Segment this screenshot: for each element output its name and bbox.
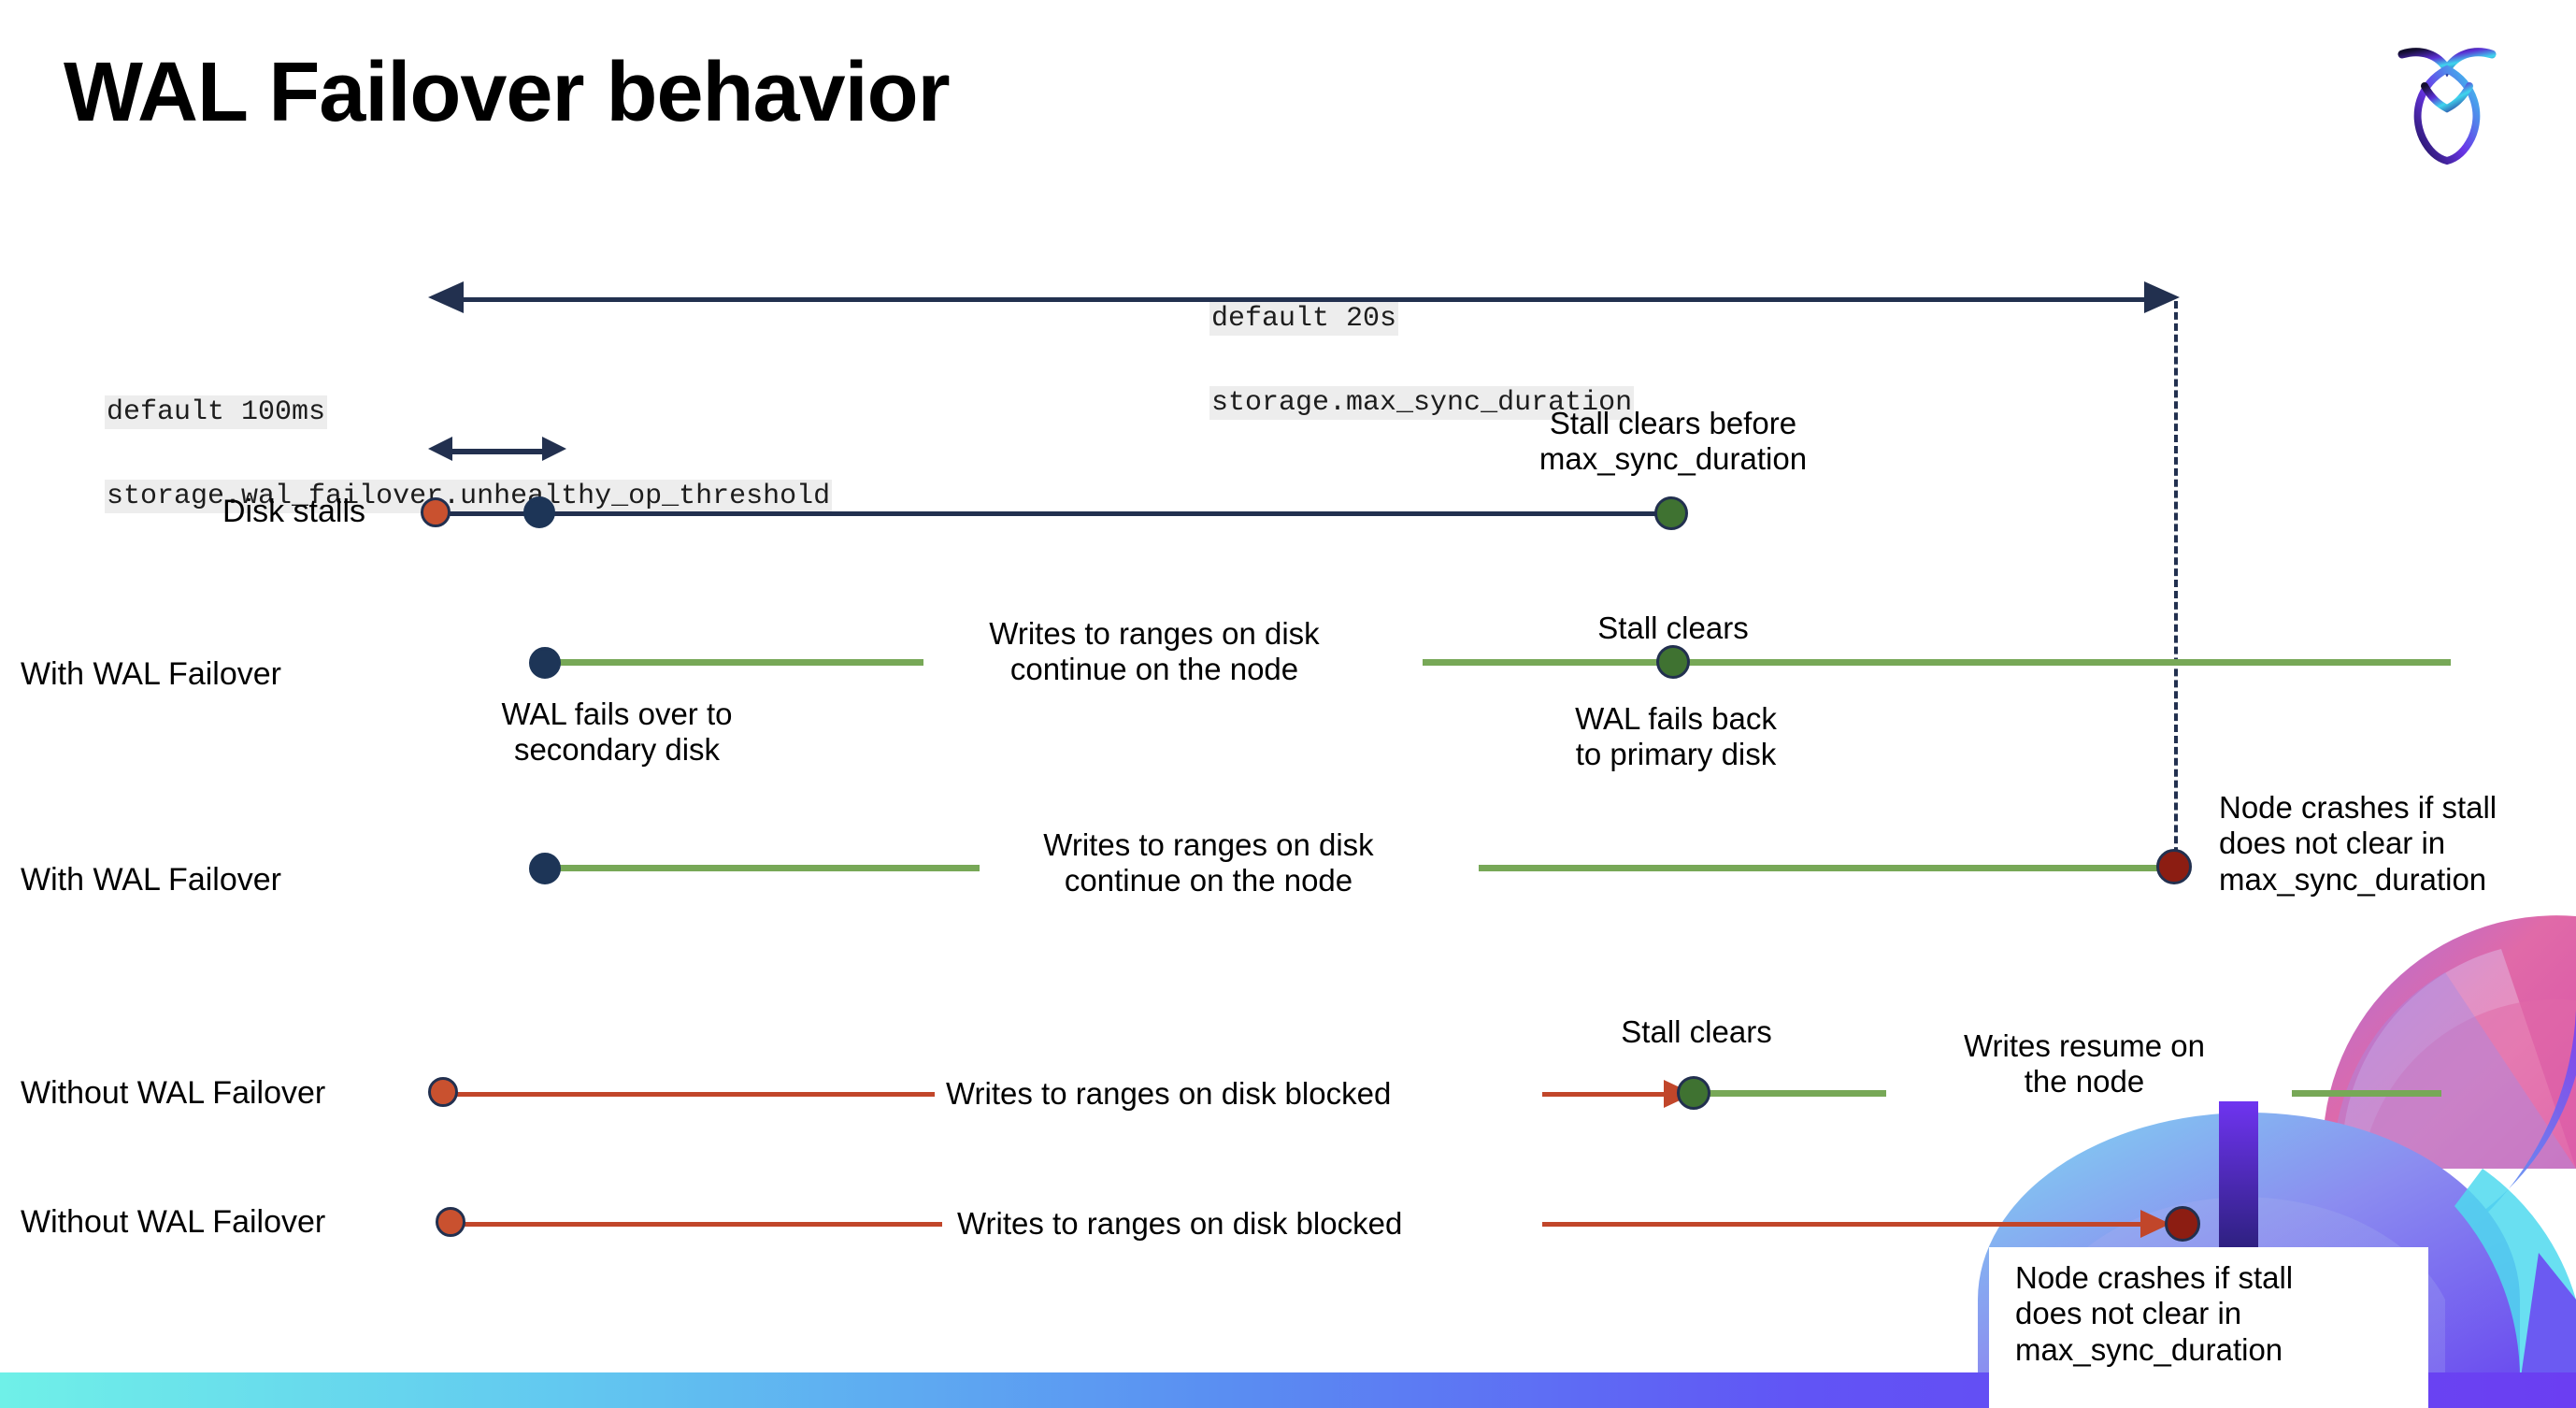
without-failover-crashes-blocked-line-2 bbox=[1542, 1222, 2140, 1227]
with-failover-recovers-start-note: WAL fails over to secondary disk bbox=[501, 697, 733, 768]
with-failover-recovers-line-segment-2 bbox=[1423, 659, 2451, 666]
disk-stalls-threshold-dot bbox=[523, 496, 555, 528]
without-failover-crashes-crash-note: Node crashes if stall does not clear in … bbox=[2015, 1260, 2294, 1367]
row-label-with-failover-recovers: With WAL Failover bbox=[21, 656, 281, 692]
unhealthy-op-threshold-name: storage.wal_failover.unhealthy_op_thresh… bbox=[105, 480, 833, 513]
with-failover-recovers-clear-dot bbox=[1656, 645, 1690, 679]
without-failover-crashes-blocked-line-1 bbox=[456, 1222, 942, 1227]
row-label-without-failover-crashes: Without WAL Failover bbox=[21, 1204, 326, 1240]
max-sync-duration-default: default 20s bbox=[1209, 302, 1399, 336]
disk-stalls-clear-note: Stall clears before max_sync_duration bbox=[1538, 406, 1808, 477]
max-sync-duration-left-arrowhead bbox=[428, 281, 464, 313]
unhealthy-threshold-left-arrowhead bbox=[428, 437, 452, 461]
disk-stalls-start-dot bbox=[421, 497, 451, 527]
page-title: WAL Failover behavior bbox=[64, 46, 951, 139]
with-failover-recovers-clear-note: Stall clears bbox=[1597, 611, 1749, 645]
disk-stalls-timeline bbox=[437, 511, 1671, 516]
with-failover-crashes-line-segment-2 bbox=[1479, 865, 2178, 871]
max-sync-duration-name: storage.max_sync_duration bbox=[1209, 386, 1635, 420]
without-failover-recovers-clear-note: Stall clears bbox=[1621, 1014, 1772, 1049]
with-failover-recovers-back-note: WAL fails back to primary disk bbox=[1575, 701, 1777, 772]
max-sync-duration-right-arrowhead bbox=[2144, 281, 2180, 313]
disk-stalls-clear-dot bbox=[1654, 496, 1688, 530]
cockroachdb-logo bbox=[2382, 28, 2512, 168]
unhealthy-threshold-right-arrowhead bbox=[542, 437, 566, 461]
max-sync-duration-span-line bbox=[462, 297, 2144, 302]
without-failover-crashes-blocked-note: Writes to ranges on disk blocked bbox=[957, 1206, 1403, 1241]
with-failover-recovers-middle-note: Writes to ranges on disk continue on the… bbox=[989, 616, 1320, 687]
max-sync-duration-setting-label: default 20s storage.max_sync_duration bbox=[1142, 256, 1635, 467]
crash-callout-box: Node crashes if stall does not clear in … bbox=[1989, 1247, 2428, 1408]
without-failover-crashes-crash-dot bbox=[2165, 1206, 2200, 1242]
without-failover-recovers-clear-dot bbox=[1677, 1076, 1710, 1110]
row-label-disk-stalls: Disk stalls bbox=[222, 494, 366, 529]
unhealthy-threshold-span-line bbox=[449, 449, 542, 454]
with-failover-crashes-crash-dot bbox=[2156, 849, 2192, 884]
unhealthy-op-threshold-default: default 100ms bbox=[105, 395, 328, 429]
with-failover-crashes-line-segment-1 bbox=[550, 865, 980, 871]
max-sync-duration-guide-dashed-line bbox=[2174, 301, 2178, 877]
without-failover-recovers-start-dot bbox=[428, 1077, 458, 1107]
with-failover-crashes-crash-note: Node crashes if stall does not clear in … bbox=[2219, 790, 2497, 897]
without-failover-recovers-resume-line-2 bbox=[2292, 1090, 2441, 1097]
without-failover-recovers-resume-line-1 bbox=[1709, 1090, 1886, 1097]
with-failover-recovers-line-segment-1 bbox=[550, 659, 923, 666]
with-failover-recovers-start-dot bbox=[529, 647, 561, 679]
without-failover-recovers-resume-note: Writes resume on the node bbox=[1964, 1028, 2205, 1099]
without-failover-crashes-start-dot bbox=[436, 1207, 465, 1237]
with-failover-crashes-start-dot bbox=[529, 853, 561, 884]
without-failover-recovers-blocked-line-2 bbox=[1542, 1092, 1664, 1097]
without-failover-recovers-blocked-line-1 bbox=[449, 1092, 935, 1097]
row-label-with-failover-crashes: With WAL Failover bbox=[21, 862, 281, 898]
row-label-without-failover-recovers: Without WAL Failover bbox=[21, 1075, 326, 1111]
unhealthy-op-threshold-setting-label: default 100ms storage.wal_failover.unhea… bbox=[37, 350, 833, 560]
without-failover-recovers-blocked-note: Writes to ranges on disk blocked bbox=[946, 1076, 1392, 1111]
with-failover-crashes-middle-note: Writes to ranges on disk continue on the… bbox=[1043, 827, 1374, 898]
